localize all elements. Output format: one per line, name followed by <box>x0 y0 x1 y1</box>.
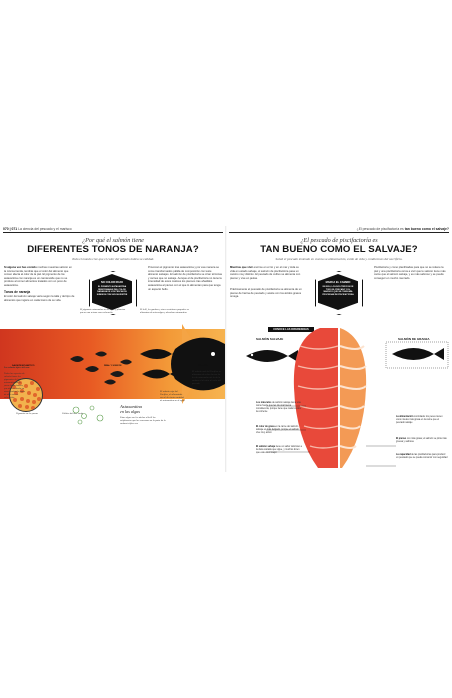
left-page: 070 | 071 La ciencia del pescado y el ma… <box>0 226 226 472</box>
large-salmon-icon <box>171 337 225 391</box>
gutter <box>225 226 227 472</box>
diff-bar: CONOCE LAS DIFERENCIAS <box>268 327 314 332</box>
right-hex-ring <box>315 271 363 315</box>
left-hex-title: NO COLOR ROJO <box>100 281 124 284</box>
right-question-main: TAN BUENO COMO EL SALVAJE? <box>260 244 418 255</box>
wild-text-3: El salmón salvaje tiene un sabor delicio… <box>256 446 302 454</box>
right-hex-body: EN 2016, LOS DOS TERCIOS DE TODO EL PESC… <box>322 286 354 296</box>
right-col2-text: Prácticamente el pescado de piscifactorí… <box>230 288 302 299</box>
left-hex-callout: NO COLOR ROJO EL PIGMENTO ASTAXANTINA RE… <box>92 274 132 310</box>
farm-salmon-silhouette-icon <box>385 341 449 369</box>
small-salmon-icon <box>140 349 180 379</box>
left-subtitle: Todo el mundo cree que el color del salm… <box>72 257 154 261</box>
label-salmon: SALMÓN <box>198 365 208 367</box>
farm-fillet-icon <box>339 328 367 468</box>
salmon-eggs-circle <box>9 378 43 412</box>
salmon-text: El salmón real del Pacífico se alimentan… <box>192 370 221 385</box>
left-salmon-illustration <box>70 337 225 391</box>
circle-caption: Los salmón típico del mar <box>4 366 30 369</box>
left-question-main: DIFERENTES TONOS DE NARANJA? <box>27 244 199 255</box>
right-head-rule <box>229 232 449 233</box>
right-question-top: ¿El pescado de piscifactoría es <box>300 237 378 244</box>
orange-text: El color del salmón salvaje varía según … <box>4 295 75 302</box>
callout-leader-lines <box>266 405 396 467</box>
farm-text-1: La alimentación controlada: los peces ti… <box>396 416 443 424</box>
right-page: ¿El pescado de piscifactoría es tan buen… <box>226 226 452 472</box>
wild-salmon-silhouette-icon <box>246 350 298 362</box>
orange-heading: Tonos de naranja <box>4 290 31 294</box>
right-col1-text: Mientras que vivir enorme en el río y en… <box>230 266 301 280</box>
algae-cells-icon <box>72 405 104 425</box>
left-head-rule <box>3 232 223 233</box>
left-question-top: ¿Por qué el salmón tiene <box>82 237 144 244</box>
label-real-sockeye: REAL Y SOKEYE <box>104 365 122 367</box>
sockeye-text: El salmón rojo del Pacífico, el alimenta… <box>160 390 185 402</box>
right-hex-title: MARCA EL CAMBIO <box>325 281 351 284</box>
right-running-head: ¿El pescado de piscifactoría es tan buen… <box>356 227 449 231</box>
wild-text-1: Los músculos de salmón salvaje tiene una… <box>256 402 301 413</box>
note-top-2: El krill, los gambas y otros crustáceos … <box>140 308 189 314</box>
note-top-1: El pigmento astaxantina es de algas y pl… <box>80 308 126 314</box>
left-hex-body: EL PIGMENTO ASTAXANTINA RESPONSABLE DEL … <box>96 286 128 296</box>
right-col3-text: Piscifactoría y como planificadas para q… <box>374 266 446 280</box>
circle-text: Todas las especies de salmón tienen los … <box>4 372 25 399</box>
circle-foot: Pigmento en las yemas <box>16 412 38 415</box>
right-subtitle: Salud el pescado teniendo en cuenta su a… <box>275 257 403 261</box>
wild-fish-label: SALMÓN SALVAJE <box>256 337 284 341</box>
krill-icon <box>70 351 132 385</box>
algae-caption: Astaxantina en las algas <box>120 404 142 414</box>
left-running-head: 070 | 071 La ciencia del pescado y el ma… <box>3 227 72 231</box>
farm-text-3: La capacidad de las piscifactorías para … <box>396 454 448 459</box>
label-salmon-atlantic: SALMÓN ATLÁNTICO <box>12 365 35 367</box>
right-hex-callout: MARCA EL CAMBIO EN 2016, LOS DOS TERCIOS… <box>318 274 358 310</box>
left-hex-ring <box>89 271 137 315</box>
salmon-fillet-comparison <box>246 326 449 471</box>
algae-text: Estas algas son los núcleo el krill las … <box>120 416 166 425</box>
wild-text-2: El color de grasa en la carne del salmón… <box>256 426 299 434</box>
farm-text-2: El pienso con más grasa; el salmón se pi… <box>396 438 447 443</box>
left-col2-text: Provocan el pigmento tras astaxantina y … <box>148 266 222 291</box>
book-spread: 070 | 071 La ciencia del pescado y el ma… <box>0 226 452 472</box>
small-text: Células del mar verde <box>62 412 84 415</box>
left-intro-text: Si alguna vez has comido muchas muestras… <box>4 266 72 287</box>
farm-fish-label: SALMÓN DE GRANJA <box>398 337 430 341</box>
wild-fillet-icon <box>293 328 339 468</box>
